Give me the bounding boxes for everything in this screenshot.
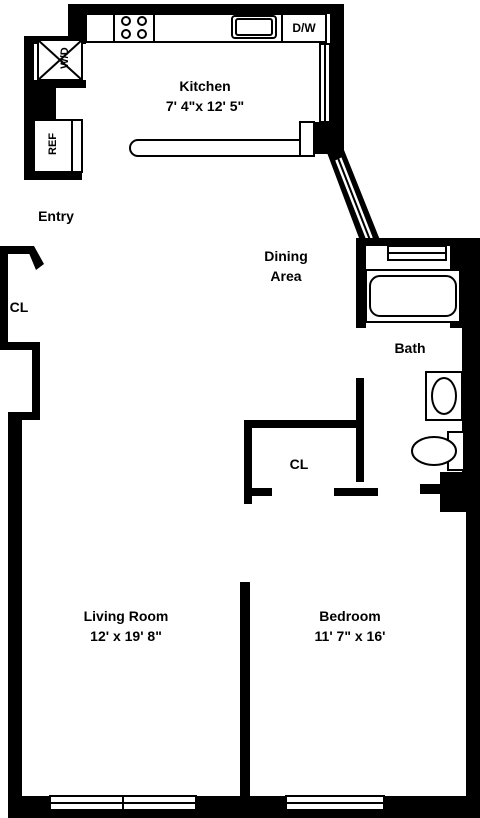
living-room-label: Living Room 12' x 19' 8" [46, 606, 206, 646]
bedroom-right-wall [466, 500, 480, 818]
dishwasher-label: D/W [292, 21, 316, 35]
kitchen-top-wall [68, 4, 344, 14]
washer-dryer-label: W/D [59, 47, 71, 69]
burner-icon [137, 16, 147, 26]
entry-closet-wall [0, 246, 30, 254]
partition-wall [240, 582, 250, 818]
kitchen-peninsula [129, 139, 317, 157]
kitchen-dims: 7' 4"x 12' 5" [165, 98, 245, 114]
toilet [411, 436, 457, 466]
ref-wall [24, 120, 34, 180]
kitchen-sink-basin [235, 18, 273, 36]
refrigerator-label: REF [47, 133, 59, 155]
dining-label: Dining Area [246, 246, 326, 286]
burner-icon [121, 29, 131, 39]
entry-closet-label: CL [9, 299, 29, 315]
bath-top-wall [356, 238, 480, 246]
bedroom-label: Bedroom 11' 7" x 16' [280, 606, 420, 646]
bedroom-closet-label: CL [289, 456, 309, 472]
stove [113, 13, 155, 43]
kitchen-left-wall-upper [68, 4, 86, 44]
dining-name-line2: Area [270, 268, 302, 284]
bedroom-dims: 11' 7" x 16' [314, 628, 386, 644]
bedroom-closet-wall [244, 420, 364, 428]
living-room-dims: 12' x 19' 8" [90, 628, 162, 644]
kitchen-name: Kitchen [179, 78, 231, 94]
bedroom-name: Bedroom [319, 608, 381, 624]
refrigerator [33, 119, 83, 173]
dining-name: Dining [264, 248, 308, 264]
living-left-wall [8, 412, 22, 816]
burner-icon [137, 29, 147, 39]
kitchen-label: Kitchen 7' 4"x 12' 5" [140, 76, 270, 116]
living-room-name: Living Room [83, 608, 169, 624]
burner-icon [121, 16, 131, 26]
entry-label: Entry [38, 208, 74, 224]
kitchen-right-wall [330, 4, 344, 154]
bath-label: Bath [394, 340, 426, 356]
